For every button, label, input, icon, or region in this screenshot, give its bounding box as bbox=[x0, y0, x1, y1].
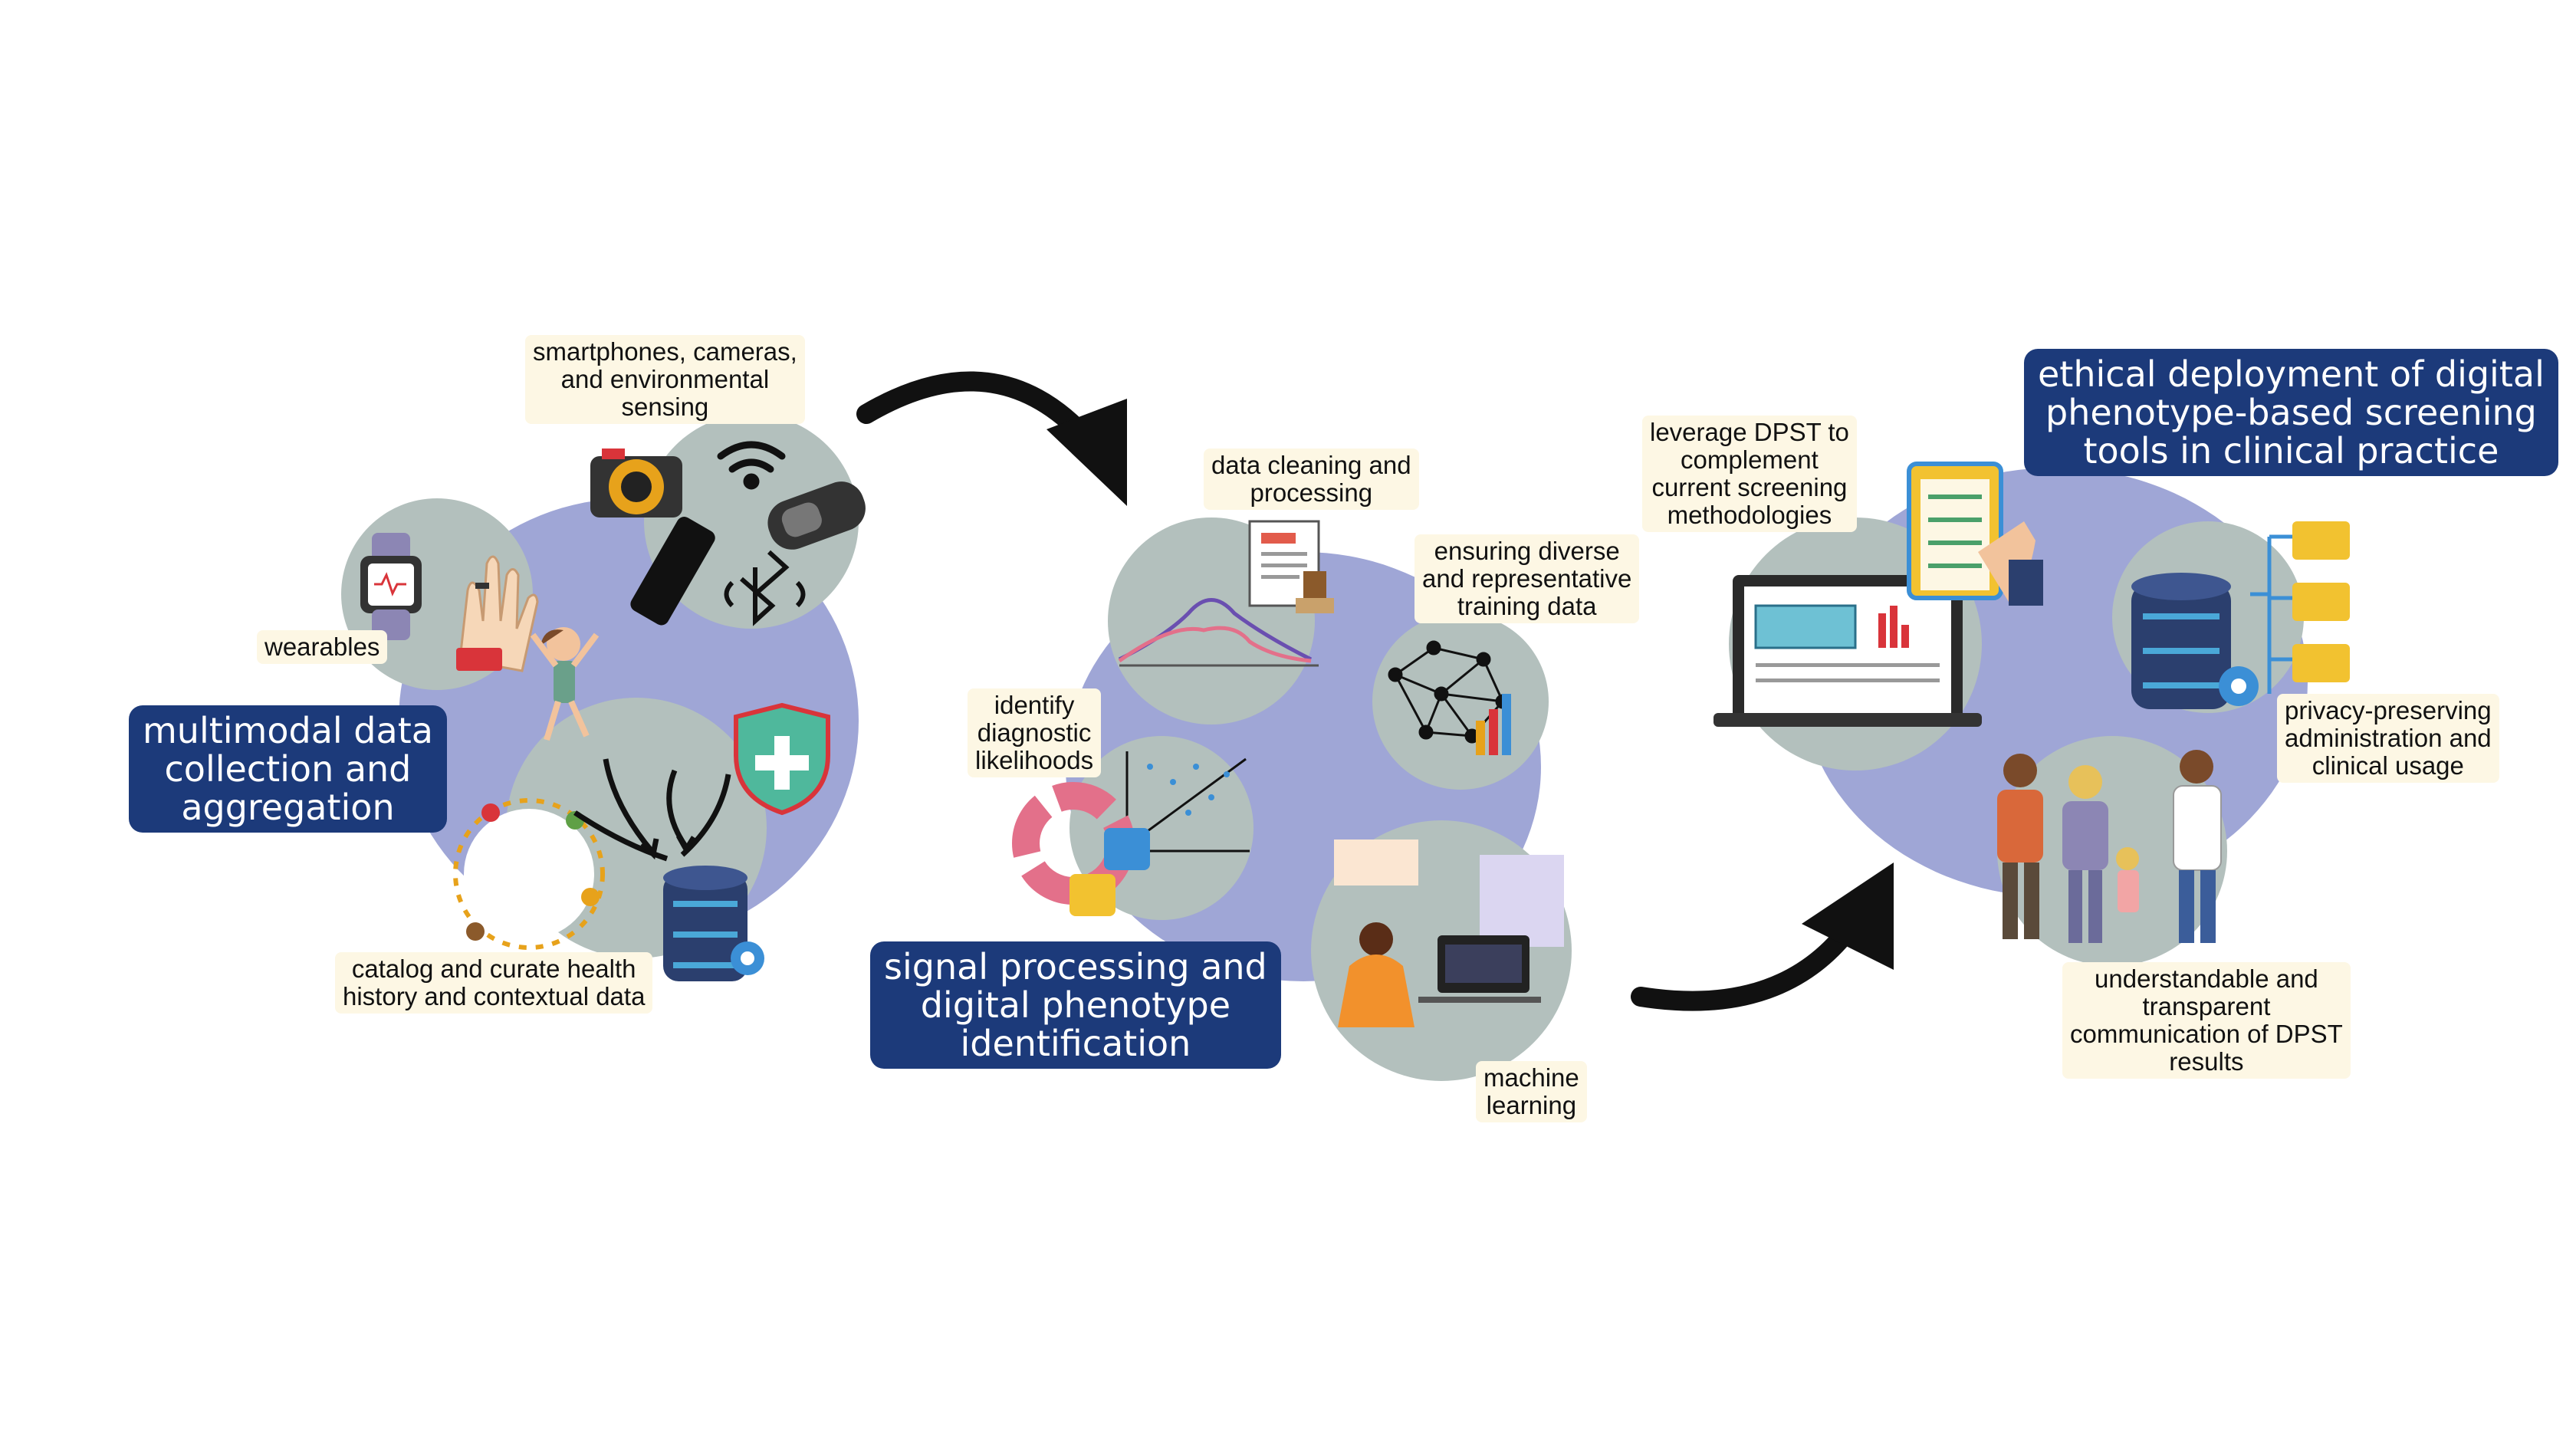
laptop-clipboard-icon bbox=[1714, 462, 2043, 727]
flow-arrows-icon bbox=[573, 758, 731, 862]
person-computer-icon bbox=[1334, 840, 1564, 1027]
scatter-donut-icon bbox=[1012, 751, 1250, 916]
label-diagnostic-likelihoods: identify diagnostic likelihoods bbox=[968, 688, 1102, 777]
label-diverse-training-data: ensuring diverse and representative trai… bbox=[1414, 534, 1640, 623]
document-brush-icon bbox=[1248, 520, 1334, 613]
arrow-stage2-to-stage3 bbox=[1631, 863, 1894, 1011]
label-data-cleaning: data cleaning and processing bbox=[1204, 449, 1419, 510]
wifi-icon bbox=[717, 441, 786, 490]
family-doctor-icon bbox=[1997, 750, 2222, 943]
smartphone-icon bbox=[630, 517, 715, 626]
stage1-circle-devices bbox=[644, 414, 859, 629]
stage1-title: multimodal data collection and aggregati… bbox=[129, 705, 447, 833]
bluetooth-icon bbox=[724, 550, 806, 626]
stage2-title: signal processing and digital phenotype … bbox=[870, 941, 1281, 1069]
label-wearables: wearables bbox=[257, 630, 388, 664]
child-jumping-icon bbox=[530, 627, 600, 741]
network-chart-icon bbox=[1388, 640, 1511, 755]
camera-icon bbox=[590, 449, 682, 518]
database-gear-icon bbox=[663, 866, 764, 981]
arrow-stage1-to-stage2 bbox=[856, 371, 1127, 506]
label-catalog-health-history: catalog and curate health history and co… bbox=[335, 952, 653, 1014]
database-folders-icon bbox=[2131, 521, 2350, 709]
label-understandable-communication: understandable and transparent communica… bbox=[2062, 962, 2351, 1079]
health-shield-icon bbox=[734, 702, 830, 816]
food-plate-icon bbox=[453, 798, 605, 950]
stage3-title: ethical deployment of digital phenotype-… bbox=[2024, 349, 2558, 476]
vr-headset-icon bbox=[767, 481, 866, 550]
label-machine-learning: machine learning bbox=[1476, 1061, 1587, 1122]
label-leverage-dpst: leverage DPST to complement current scre… bbox=[1642, 416, 1857, 532]
label-smartphones-cameras-sensing: smartphones, cameras, and environmental … bbox=[525, 335, 805, 424]
distribution-chart-icon bbox=[1118, 598, 1319, 667]
label-privacy-preserving: privacy-preserving administration and cl… bbox=[2277, 694, 2499, 783]
stage3-circle-communication bbox=[1997, 736, 2227, 966]
stage2-circle-diverse bbox=[1372, 613, 1549, 790]
smart-ring-hand-icon bbox=[456, 555, 539, 672]
